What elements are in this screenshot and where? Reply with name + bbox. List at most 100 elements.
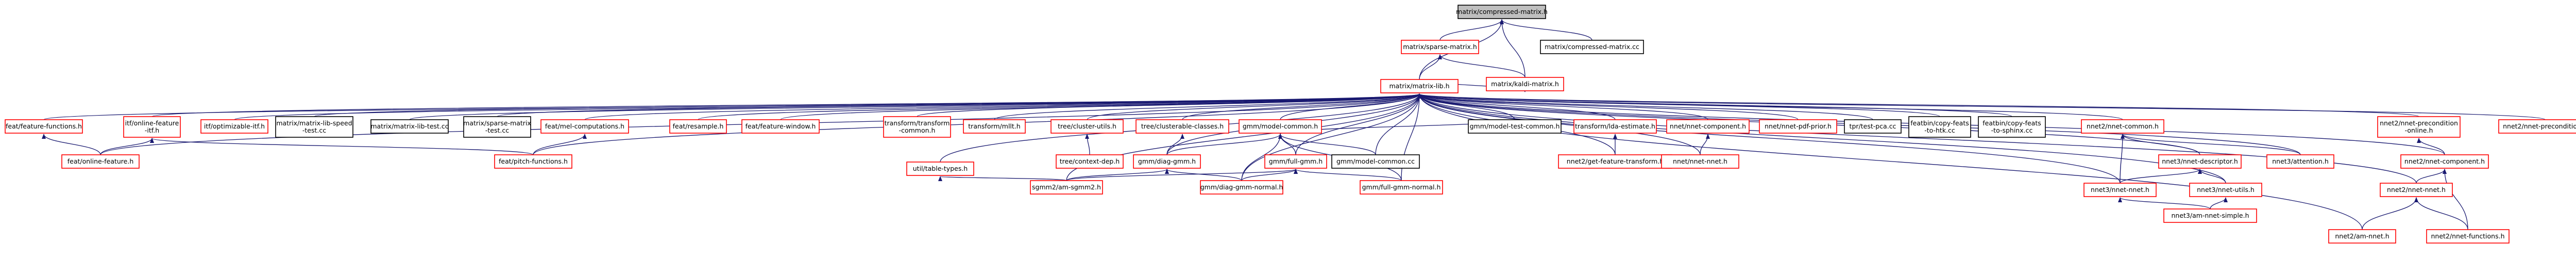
graph-node-featfunc[interactable]: feat/feature-functions.h — [5, 119, 83, 134]
node-box — [1056, 154, 1124, 169]
graph-node-amnnetsimple[interactable]: nnet3/am-nnet-simple.h — [2163, 208, 2257, 223]
node-label: nnet3/nnet-utils.h — [2197, 186, 2255, 194]
graph-node-compcc[interactable]: matrix/compressed-matrix.cc — [1540, 40, 1644, 54]
graph-node-n3utils[interactable]: nnet3/nnet-utils.h — [2189, 183, 2262, 197]
graph-node-lda[interactable]: transform/lda-estimate.h — [1573, 119, 1657, 134]
node-box — [1030, 180, 1103, 195]
graph-node-sparse[interactable]: matrix/sparse-matrix.h — [1401, 40, 1479, 54]
graph-node-n2nnet[interactable]: nnet2/nnet-nnet.h — [2380, 183, 2453, 197]
graph-node-gmmcommon[interactable]: gmm/model-common.h — [1239, 119, 1322, 134]
dependency-arrow — [150, 138, 534, 155]
dependency-arrow — [1417, 93, 2419, 117]
graph-node-n2common[interactable]: nnet2/nnet-common.h — [2081, 119, 2164, 134]
node-label: -to-sphinx.cc — [1991, 126, 2033, 134]
node-label: matrix/sparse-matrix.h — [1403, 43, 1477, 51]
node-box — [494, 154, 572, 169]
dependency-arrow — [1278, 134, 1376, 155]
dependency-arrow — [1182, 93, 1421, 120]
node-box — [61, 154, 140, 169]
graph-node-mel[interactable]: feat/mel-computations.h — [540, 119, 629, 134]
graph-node-featxform[interactable]: nnet2/get-feature-transform.h — [1558, 154, 1672, 169]
dependency-arrow — [533, 134, 587, 155]
node-label: nnet3/am-nnet-simple.h — [2171, 212, 2249, 219]
graph-node-n2functions[interactable]: nnet2/nnet-functions.h — [2426, 229, 2510, 244]
dependency-arrow — [994, 93, 1421, 120]
graph-node-sptest[interactable]: matrix/sparse-matrix-test.cc — [463, 116, 531, 138]
graph-node-diagnormal[interactable]: gmm/diag-gmm-normal.h — [1200, 180, 1283, 195]
graph-node-n3nnet[interactable]: nnet3/nnet-nnet.h — [2083, 183, 2157, 197]
dependency-arrow — [2120, 169, 2202, 184]
graph-node-buildtree[interactable]: tree/context-dep.h — [1056, 154, 1124, 169]
dependency-arrow — [1241, 93, 1421, 181]
dependency-arrow — [1417, 93, 1873, 120]
node-label: tpr/test-pca.cc — [1850, 122, 1896, 130]
node-box — [669, 119, 727, 134]
graph-node-window[interactable]: feat/feature-window.h — [741, 119, 820, 134]
graph-node-modelcommoncc[interactable]: gmm/model-common.cc — [1331, 154, 1420, 169]
graph-node-copysphinx[interactable]: featbin/copy-feats-to-sphinx.cc — [1978, 116, 2046, 138]
graph-node-n2precond[interactable]: nnet2/nnet-precondition-online.h — [2377, 116, 2461, 138]
node-label: nnet3/nnet-nnet.h — [2091, 186, 2149, 194]
dependency-arrow — [100, 138, 154, 155]
node-label: transform/transform — [885, 119, 950, 127]
node-box — [1331, 154, 1420, 169]
graph-node-n2precond2[interactable]: nnet2/nnet-precondition.h — [2498, 119, 2576, 134]
graph-node-fullgmm[interactable]: gmm/full-gmm.h — [1264, 154, 1327, 169]
node-label: nnet2/nnet-component.h — [2404, 157, 2485, 165]
node-box — [2380, 183, 2453, 197]
graph-node-resample[interactable]: feat/resample.h — [669, 119, 727, 134]
node-label: nnet2/am-nnet.h — [2335, 232, 2389, 240]
node-label: tree/context-dep.h — [1060, 157, 1120, 165]
node-label: matrix/matrix-lib.h — [1389, 82, 1450, 90]
graph-node-pdfprior[interactable]: nnet/nnet-pdf-prior.h — [1759, 119, 1837, 134]
graph-node-matrixlib[interactable]: matrix/matrix-lib.h — [1380, 79, 1459, 93]
node-box — [2377, 116, 2461, 138]
dependency-arrow — [2210, 197, 2228, 209]
graph-node-optim[interactable]: itf/optimizable-itf.h — [200, 119, 268, 134]
node-box — [1759, 119, 1837, 134]
dependency-arrow — [1066, 169, 1169, 181]
graph-node-n2desc[interactable]: nnet3/nnet-descriptor.h — [2158, 154, 2242, 169]
graph-node-transcomm[interactable]: transform/transform-common.h — [883, 116, 951, 138]
graph-node-pca[interactable]: tpr/test-pca.cc — [1844, 119, 1902, 134]
graph-node-cluster[interactable]: tree/cluster-utils.h — [1050, 119, 1124, 134]
node-label: -test.cc — [302, 126, 326, 134]
graph-node-kaldilib[interactable]: matrix/kaldi-matrix.h — [1486, 77, 1564, 91]
graph-node-n2util[interactable]: nnet3/attention.h — [2266, 154, 2334, 169]
node-box — [1050, 119, 1124, 134]
graph-node-root: matrix/compressed-matrix.h — [1456, 5, 1548, 19]
node-label: featbin/copy-feats — [1910, 119, 1969, 127]
graph-node-tabletypes[interactable]: util/table-types.h — [906, 162, 974, 176]
node-box — [5, 119, 83, 134]
graph-node-gmmtest[interactable]: gmm/model-test-common.h — [1468, 119, 1562, 134]
graph-node-diaggmm[interactable]: gmm/diag-gmm.h — [1133, 154, 1201, 169]
dependency-arrow — [1417, 93, 2546, 120]
graph-node-n2comp[interactable]: nnet2/nnet-component.h — [2400, 154, 2489, 169]
dependency-arrow — [1166, 134, 1282, 155]
graph-node-online[interactable]: itf/online-feature-itf.h — [123, 116, 181, 138]
node-box — [2158, 154, 2242, 169]
graph-node-tablefeat[interactable]: feat/online-feature.h — [61, 154, 140, 169]
node-box — [2266, 154, 2334, 169]
graph-node-amnnet[interactable]: nnet2/am-nnet.h — [2328, 229, 2396, 244]
node-label: feat/resample.h — [673, 122, 724, 130]
node-label: matrix/kaldi-matrix.h — [1491, 80, 1559, 88]
graph-node-mllt[interactable]: transform/mllt.h — [963, 119, 1026, 134]
graph-node-mtest[interactable]: matrix/matrix-lib-test.cc — [370, 119, 449, 134]
graph-node-speed[interactable]: matrix/matrix-lib-speed-test.cc — [275, 116, 353, 138]
graph-node-sgmm[interactable]: sgmm2/am-sgmm2.h — [1030, 180, 1103, 195]
node-label: matrix/matrix-lib-test.cc — [370, 122, 448, 130]
dependency-arrow — [314, 93, 1421, 117]
node-box — [1540, 40, 1644, 54]
dependency-arrow — [2198, 169, 2226, 184]
graph-node-fullnormal[interactable]: gmm/full-gmm-normal.h — [1360, 180, 1443, 195]
dependency-arrow — [1438, 54, 1526, 78]
graph-node-clusterable[interactable]: tree/clusterable-classes.h — [1136, 119, 1229, 134]
node-label: gmm/diag-gmm-normal.h — [1200, 183, 1283, 191]
node-label: feat/online-feature.h — [67, 157, 134, 165]
graph-node-pitch[interactable]: feat/pitch-functions.h — [494, 154, 572, 169]
graph-node-copyfeats[interactable]: featbin/copy-feats-to-htk.cc — [1908, 116, 1971, 138]
node-box — [2498, 119, 2576, 134]
graph-node-nnetnnet[interactable]: nnet/nnet-nnet.h — [1661, 154, 1739, 169]
graph-node-nnetcomp[interactable]: nnet/nnet-component.h — [1666, 119, 1750, 134]
